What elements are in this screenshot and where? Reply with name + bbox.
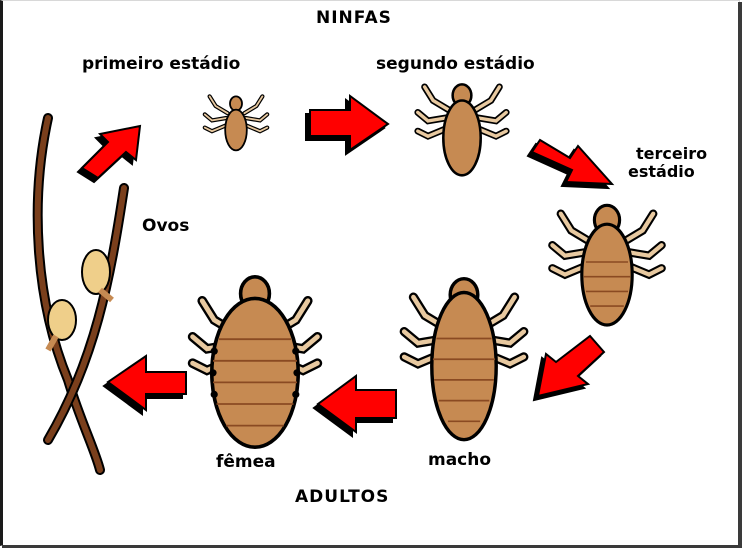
arrow-third-to-male: [538, 336, 604, 396]
egg-icon: [48, 300, 76, 350]
third-stage-label-line1: terceiro: [636, 146, 707, 162]
louse-male-icon: [404, 279, 524, 440]
louse-female-icon: [193, 277, 318, 447]
female-label: fêmea: [216, 454, 276, 471]
arrow-female-to-eggs: [108, 356, 186, 410]
egg-icon: [82, 250, 112, 300]
louse-first-stage-icon: [205, 96, 267, 150]
eggs-label: Ovos: [142, 218, 189, 235]
male-label: macho: [428, 452, 491, 469]
arrow-first-to-second: [310, 96, 388, 150]
arrow-eggs-to-first-red: [82, 126, 140, 178]
nymphs-heading: NINFAS: [316, 10, 392, 27]
arrow-male-to-female: [318, 376, 396, 432]
louse-second-stage-icon: [418, 84, 506, 175]
second-stage-label: segundo estádio: [376, 56, 535, 73]
adults-heading: ADULTOS: [295, 489, 389, 506]
louse-third-stage-icon: [552, 205, 661, 325]
third-stage-label-line2: estádio: [628, 164, 695, 180]
first-stage-label: primeiro estádio: [82, 56, 240, 73]
